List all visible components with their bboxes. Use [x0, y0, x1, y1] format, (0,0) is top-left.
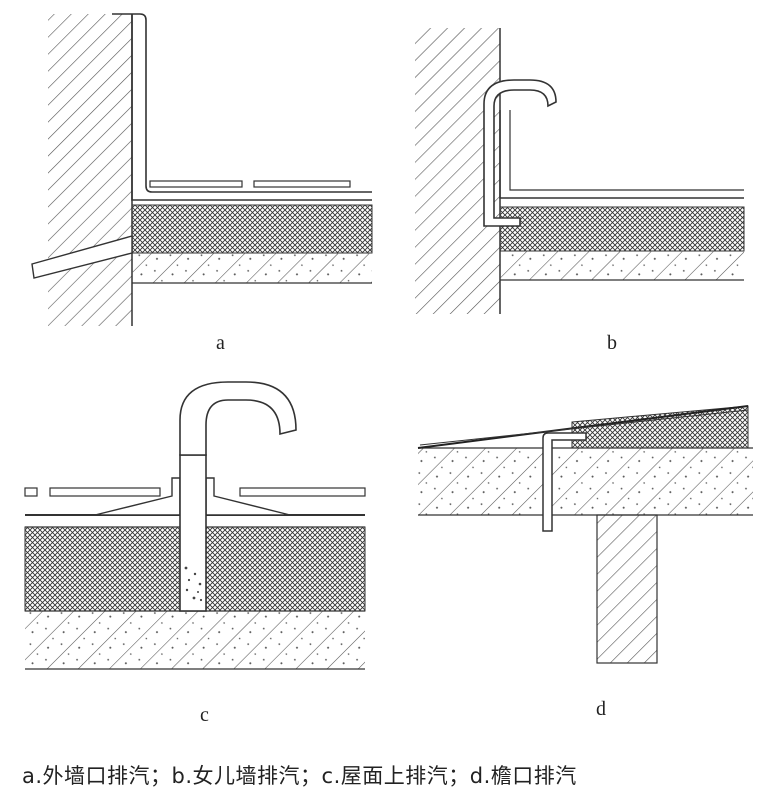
membrane-upturn	[112, 13, 372, 193]
panel-label-a: a	[216, 332, 225, 354]
panel-label-d: d	[596, 698, 606, 720]
concrete-slab	[132, 253, 372, 283]
concrete-slab-c	[25, 611, 365, 669]
exterior-wall	[48, 14, 132, 326]
eave-vent-pipe-d	[542, 432, 587, 532]
concrete-slab-b	[500, 251, 744, 280]
gravel-fill	[184, 566, 203, 602]
vent-pipe-through-wall	[31, 235, 133, 279]
panel-a	[31, 13, 373, 326]
eave-slab	[418, 448, 753, 515]
figure-caption: a.外墙口排汽；b.女儿墙排汽；c.屋面上排汽；d.檐口排汽	[22, 764, 577, 788]
supporting-wall-d	[596, 514, 658, 664]
panel-d	[417, 405, 753, 664]
vent-pipe-c	[179, 454, 207, 612]
panel-label-c: c	[200, 704, 209, 726]
panel-c	[24, 381, 366, 670]
panel-label-b: b	[607, 332, 617, 354]
panel-b	[415, 28, 745, 314]
gooseneck-vent-cap-c	[179, 381, 297, 456]
insulation-layer-b	[499, 206, 745, 252]
insulation-layer-d	[571, 405, 749, 449]
gooseneck-vent-pipe-b	[483, 79, 557, 227]
insulation-layer	[131, 204, 373, 254]
